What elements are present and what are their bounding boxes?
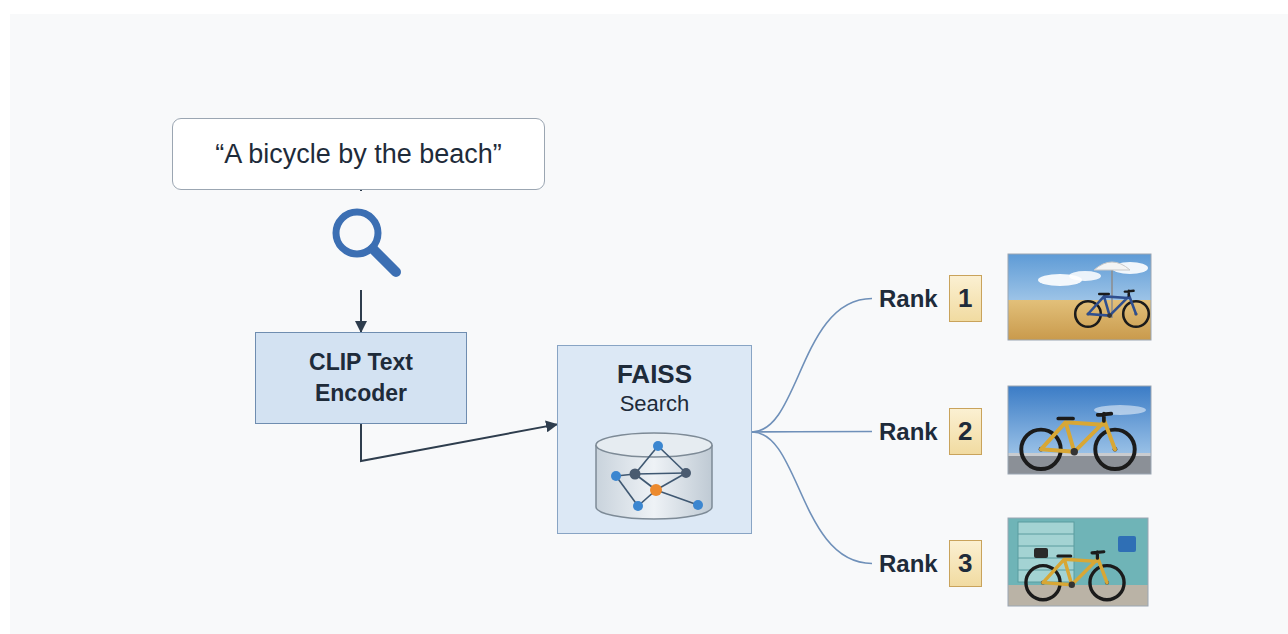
beach-photo: [1008, 254, 1151, 340]
result-link: [752, 432, 872, 564]
query-box: “A bicycle by the beach”: [172, 118, 545, 190]
street-photo-part: [1018, 546, 1074, 547]
rank-result: Rank 1: [872, 275, 982, 322]
bike-photo-part: [1021, 414, 1134, 469]
database-icon-part: [616, 446, 698, 506]
database-icon-part: [650, 484, 662, 496]
rank-result: Rank 2: [872, 408, 982, 455]
bike-photo-part: [1008, 453, 1151, 456]
database-icon-part: [596, 433, 712, 457]
database-icon-part-part: [658, 446, 686, 473]
search-subtitle: Search: [620, 390, 690, 417]
beach-photo-part: [1069, 271, 1101, 281]
street-photo: [1008, 518, 1148, 606]
rank-number: 2: [949, 408, 982, 455]
rank-word: Rank: [879, 417, 938, 447]
database-icon-part: [693, 500, 703, 510]
encoder-box: CLIP Text Encoder: [255, 332, 467, 424]
encoder-label: CLIP Text Encoder: [294, 347, 428, 409]
panel-ground: [10, 14, 1288, 634]
rank-word: Rank: [879, 284, 938, 314]
query-text: “A bicycle by the beach”: [215, 137, 502, 171]
database-icon: [593, 431, 715, 523]
street-photo-part: [1118, 536, 1136, 552]
bike-photo: [1008, 386, 1151, 474]
database-icon-part: [681, 468, 691, 478]
beach-photo-part: [1075, 291, 1149, 327]
rank-result: Rank 3: [872, 540, 982, 587]
beach-photo-part: [1008, 254, 1151, 340]
street-photo-part: [1008, 518, 1148, 606]
database-icon-part-part: [656, 490, 698, 505]
street-photo-part: [1034, 548, 1048, 558]
search-title: FAISS: [617, 359, 692, 390]
photo-frame: [1008, 254, 1151, 340]
database-icon-part: [633, 501, 643, 511]
street-photo-part: [1018, 570, 1074, 571]
search-icon: [336, 191, 396, 290]
beach-photo-part: [1111, 266, 1113, 318]
search-icon-part: [373, 249, 396, 272]
database-icon-part: [630, 469, 641, 480]
database-icon-part: [653, 441, 663, 451]
photo-frame: [1008, 386, 1151, 474]
street-photo-part: [1018, 522, 1074, 582]
street-photo-part: [1026, 552, 1124, 600]
rank-word: Rank: [879, 549, 938, 579]
street-photo-part: [1008, 585, 1148, 606]
flow-arrow: [361, 424, 557, 461]
result-link: [752, 299, 872, 432]
rank-number: 1: [949, 275, 982, 322]
photo-frame: [1008, 518, 1148, 606]
bike-photo-part: [1008, 386, 1151, 474]
database-icon-part-part: [635, 473, 686, 474]
database-icon-part: [611, 471, 621, 481]
search-box: FAISSSearch: [557, 345, 752, 534]
rank-number: 3: [949, 540, 982, 587]
result-link: [752, 431, 872, 433]
database-icon-part-part: [616, 476, 638, 506]
street-photo-part: [1018, 534, 1074, 535]
beach-photo-part: [1094, 262, 1130, 270]
